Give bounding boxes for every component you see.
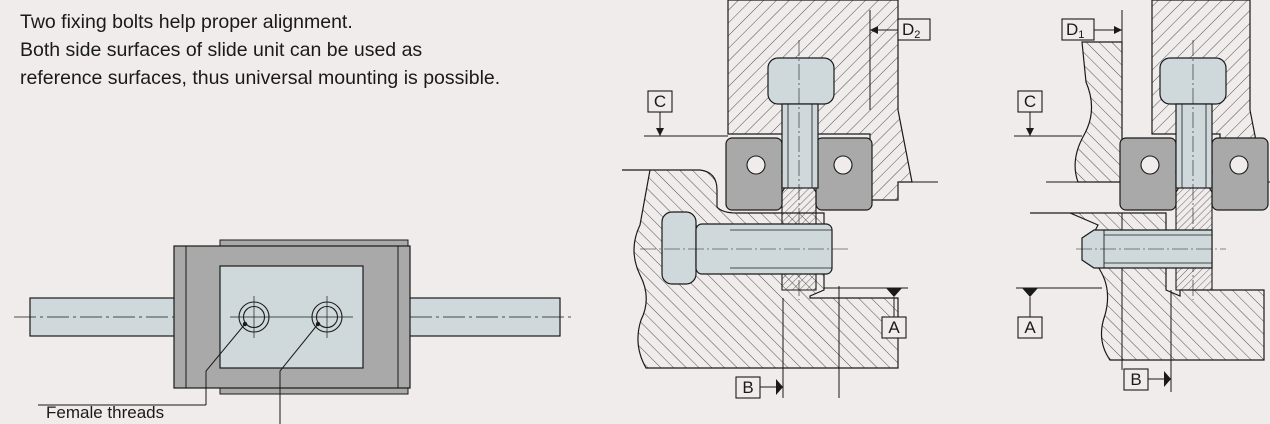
dim-d2-letter: D: [902, 20, 914, 39]
intro-line-1: Two fixing bolts help proper alignment.: [20, 11, 353, 33]
ref-a-left-label: A: [888, 318, 900, 337]
ref-b-right-label: B: [1130, 370, 1141, 389]
dim-d1-letter: D: [1066, 20, 1078, 39]
female-thread-right: [311, 296, 343, 338]
dim-d1-label: D1: [1066, 20, 1084, 41]
plan-view: Female threads: [14, 239, 575, 424]
female-threads-label: Female threads: [46, 403, 164, 422]
threaded-hole-right: [1076, 229, 1226, 269]
dim-d1: D1: [1061, 10, 1123, 42]
side-block-right: [1074, 41, 1123, 183]
dim-d2-label: D2: [902, 20, 920, 41]
ref-c-right-label: C: [1024, 92, 1036, 111]
intro-text: Two fixing bolts help proper alignment. …: [20, 8, 500, 92]
slide-unit: [173, 239, 411, 395]
dim-d2: D2: [869, 10, 931, 110]
intro-line-3: reference surfaces, thus universal mount…: [20, 67, 501, 89]
ref-a-right: A: [1016, 287, 1102, 339]
ref-b-right: B: [1123, 368, 1171, 391]
section-left: C A B D2: [622, 0, 938, 399]
bolt-horizontal-left: [640, 211, 848, 285]
ref-a-left: A: [824, 287, 908, 339]
ref-c-right: C: [1014, 90, 1082, 137]
ref-b-left: B: [735, 376, 783, 399]
female-threads-leader: [38, 321, 321, 424]
dim-d2-subscript: 2: [914, 29, 920, 41]
ref-a-right-label: A: [1024, 318, 1036, 337]
ref-b-left-label: B: [742, 378, 753, 397]
female-thread-left: [238, 296, 270, 338]
intro-line-2: Both side surfaces of slide unit can be …: [20, 39, 423, 61]
ref-c-left-label: C: [654, 92, 666, 111]
bolt-vertical-left: [767, 40, 835, 300]
bolt-vertical-right: [1159, 40, 1227, 300]
dim-d1-subscript: 1: [1078, 29, 1084, 41]
section-right: C A B D1: [1014, 0, 1270, 392]
ref-c-left: C: [644, 90, 728, 137]
slide-unit-section-left: [725, 137, 873, 211]
